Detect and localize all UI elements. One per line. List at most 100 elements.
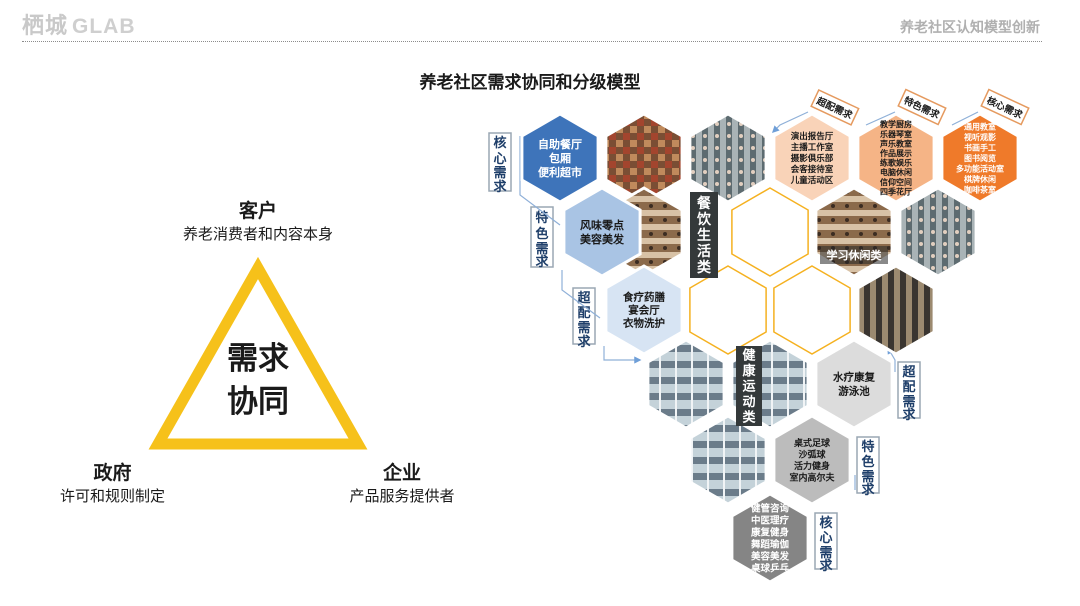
svg-text:求: 求 [577, 334, 591, 350]
hex-study-special-line: 作品展示 [880, 148, 912, 158]
hex-sport-super [814, 338, 894, 430]
hex-study-core-line: 视听观影 [964, 132, 996, 142]
tag-super-sport: 超 配 需 求 [897, 361, 921, 423]
svg-text:核: 核 [819, 515, 832, 531]
svg-text:求: 求 [819, 558, 833, 574]
hex-dining-super [604, 264, 684, 356]
connector-study-3 [951, 111, 979, 126]
svg-text:配: 配 [902, 380, 915, 395]
hex-dining-special [562, 186, 642, 278]
tag-special-sport: 特 色 需 求 [856, 436, 880, 498]
hex-study-core [940, 112, 1020, 204]
tag-core-dining-2: 心 [493, 152, 506, 167]
svg-text:色: 色 [535, 226, 548, 242]
study-category-label: 学习休闲类 [827, 248, 883, 262]
customer-label: 客户 养老消费者和内容本身 [158, 196, 358, 244]
hex-study-special-line: 教学厨房 [879, 119, 912, 129]
connector-dining-2 [561, 270, 601, 319]
sport-category-line: 类 [742, 410, 756, 426]
dining-category-line: 活 [697, 243, 711, 260]
hex-study-core-line: 通用教室 [964, 121, 996, 131]
hex-sport-special [772, 414, 852, 506]
tag-super-dining: 超 配 需 求 [572, 287, 596, 350]
dining-category-strip [690, 192, 718, 278]
logo-text: 栖城 [22, 13, 69, 39]
dining-category-line: 生 [697, 227, 711, 244]
hex-sport-core-line: 美容美发 [750, 550, 790, 562]
svg-text:需: 需 [819, 546, 832, 561]
svg-text:需: 需 [535, 242, 548, 257]
hex-study-special-line: 声乐教室 [879, 138, 912, 148]
svg-text:求: 求 [861, 482, 875, 498]
hex-dining-core-line: 便利超市 [538, 165, 582, 179]
tag-special-dining: 特 色 需 求 [530, 206, 554, 270]
logo-sub-text: GLAB [72, 15, 136, 38]
svg-text:特: 特 [861, 439, 874, 455]
study-category-bg [820, 246, 888, 264]
hex-study-core-line: 棋牌休闲 [963, 174, 996, 184]
hex-sport-core [730, 492, 810, 584]
connector-study-2 [865, 111, 896, 126]
svg-text:求: 求 [535, 254, 549, 270]
hex-sport-special-line: 桌式足球 [794, 437, 831, 449]
page-title: 养老社区需求协同和分级模型 [419, 73, 641, 93]
svg-text:求: 求 [902, 407, 916, 423]
photo-study-calligraphy-icon [856, 264, 936, 356]
hex-study-core-line: 图书阅览 [964, 153, 996, 163]
hex-sport-special-line: 沙弧球 [798, 448, 826, 460]
tag-core-dining-3: 需 [493, 166, 506, 181]
hex-study-super-line: 摄影俱乐部 [791, 153, 834, 164]
hex-sport-core-line: 健管咨询 [751, 502, 790, 514]
empty-hex-2 [689, 265, 767, 355]
svg-text:需: 需 [577, 321, 590, 336]
hex-study-super-line: 儿童活动区 [790, 175, 834, 186]
hex-study-core-line: 书画手工 [964, 142, 996, 152]
hex-dining-core-line: 包厢 [548, 151, 571, 165]
dining-category-line: 餐 [696, 195, 712, 212]
photo-sport-gym-icon [646, 338, 726, 430]
svg-text:超: 超 [902, 364, 916, 380]
photo-sport-hall-icon [688, 414, 768, 506]
tag-core-dining-4: 求 [493, 179, 507, 195]
hex-study-super-line: 会客接待室 [790, 164, 834, 175]
svg-text:需: 需 [902, 395, 915, 410]
header-divider [22, 41, 1042, 42]
triangle-center-line1: 需求 [227, 341, 289, 377]
demand-triangle [148, 256, 368, 450]
customer-title: 客户 [238, 200, 277, 222]
hex-dining-core-line: 自助餐厅 [538, 137, 582, 151]
hex-study-core-line: 咖啡茶室 [964, 184, 996, 194]
dining-category-line: 类 [697, 259, 712, 276]
tag-core-dining: 核 心 需 求 [488, 132, 512, 195]
sport-category-line: 康 [742, 363, 756, 379]
hex-dining-special-line: 风味零点 [580, 218, 624, 232]
customer-subtitle: 养老消费者和内容本身 [182, 225, 333, 243]
hex-dining-core [520, 112, 600, 204]
enterprise-label: 企业 产品服务提供者 [332, 458, 472, 506]
hex-dining-super-line: 宴会厅 [628, 304, 660, 317]
hex-sport-super-line: 游泳池 [838, 385, 870, 398]
svg-text:配: 配 [577, 306, 590, 321]
hex-study-special-line: 电脑休闲 [880, 167, 912, 177]
empty-hex-3 [773, 265, 851, 355]
connector-dining-1 [519, 136, 561, 226]
photo-dining-elderly-icon [688, 112, 768, 204]
sport-category-line: 运 [742, 380, 755, 395]
hex-sport-core-line: 康复健身 [750, 526, 790, 538]
sport-category-strip [736, 346, 762, 426]
enterprise-subtitle: 产品服务提供者 [349, 487, 455, 505]
hex-study-special-line: 乐器琴室 [880, 129, 912, 139]
sport-category-line: 动 [742, 395, 755, 410]
photo-study-group-icon [898, 186, 978, 278]
hex-dining-super-line: 衣物洗护 [623, 317, 665, 330]
dining-category-line: 饮 [696, 211, 712, 228]
sport-category-line: 健 [742, 348, 755, 364]
hex-sport-special-line: 活力健身 [794, 460, 830, 472]
empty-hex-1 [731, 187, 809, 277]
svg-text:需: 需 [861, 470, 874, 485]
tag-core-dining-1: 核 [493, 135, 506, 151]
government-title: 政府 [93, 462, 132, 484]
hex-dining-super-line: 食疗药膳 [622, 291, 665, 304]
